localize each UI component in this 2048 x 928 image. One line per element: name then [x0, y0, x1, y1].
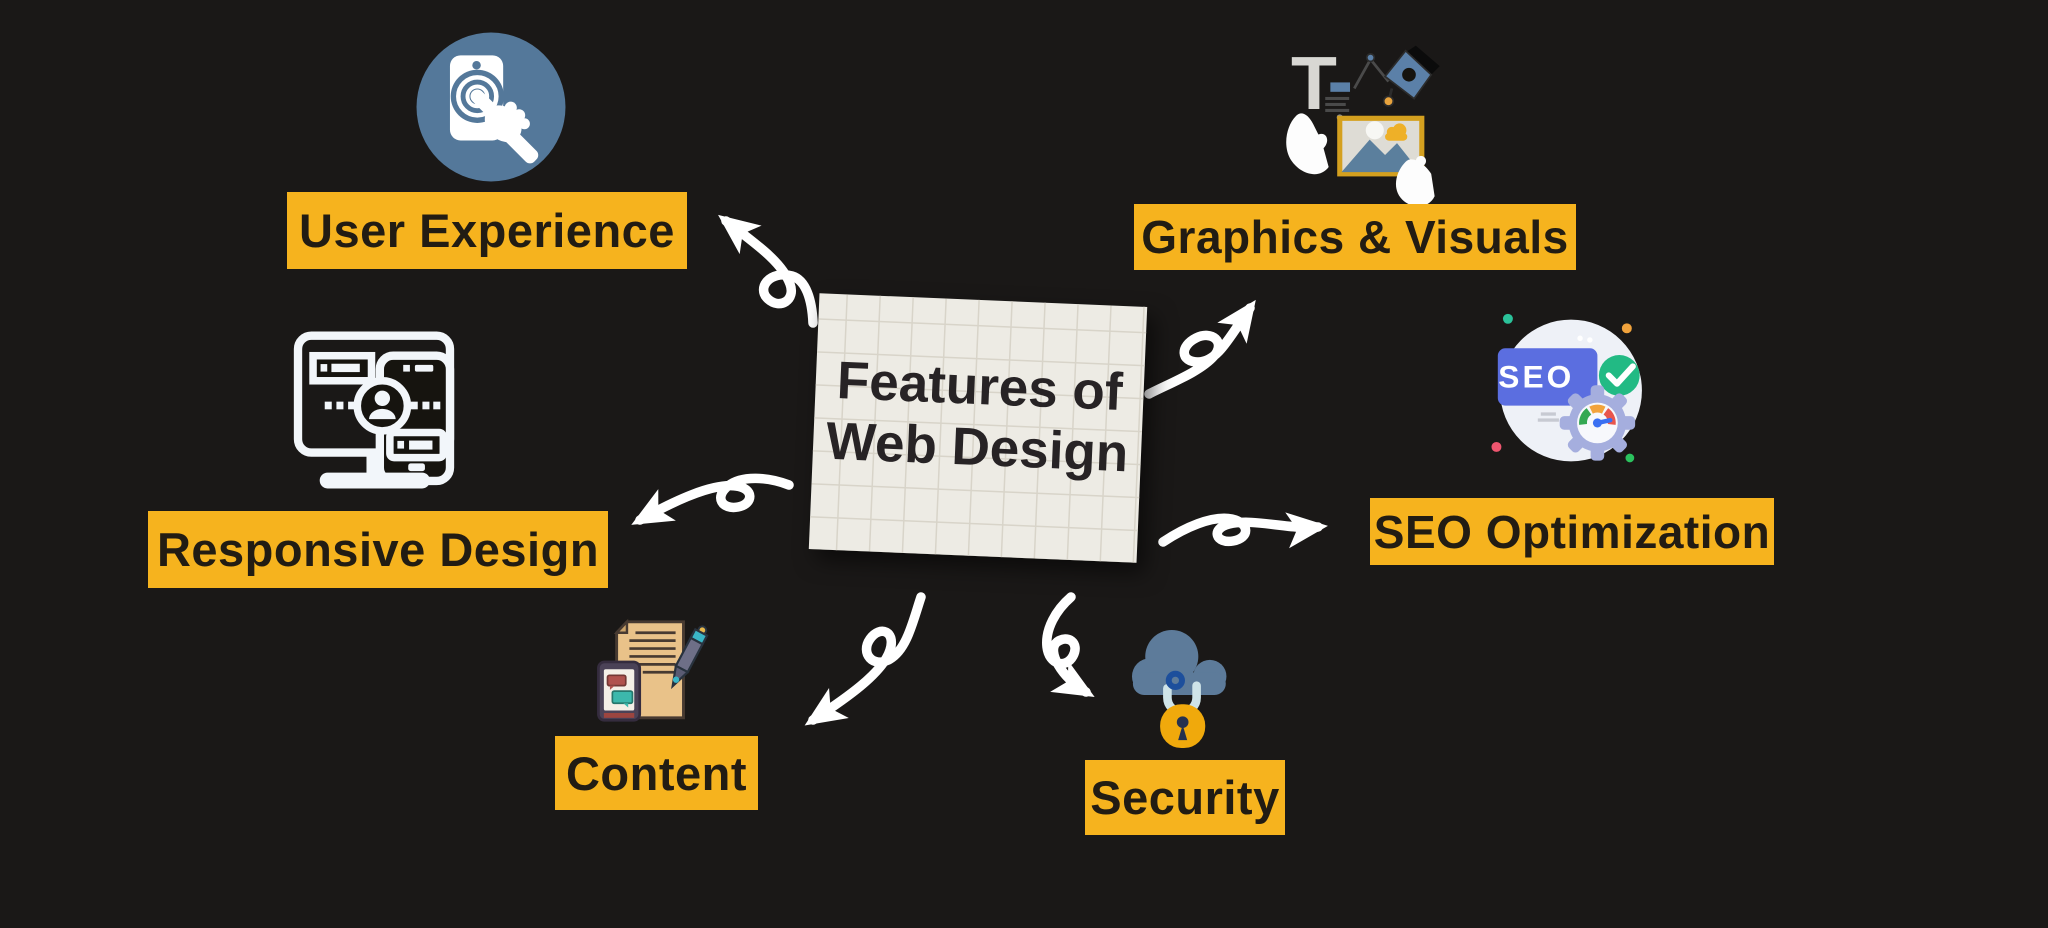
- arrow-to-content: [804, 592, 926, 726]
- central-topic-card: Features of Web Design: [808, 293, 1148, 563]
- label-user-experience: User Experience: [287, 192, 687, 269]
- seo-gauge-icon: SEO: [1491, 313, 1642, 463]
- arrow-to-responsive-design: [631, 473, 794, 525]
- responsive-devices-icon: [293, 331, 455, 489]
- label-graphics-visuals: Graphics & Visuals: [1134, 204, 1576, 270]
- arrow-to-security: [1042, 592, 1095, 698]
- cloud-lock-icon: [1131, 629, 1227, 749]
- design-tools-icon: T: [1286, 41, 1440, 207]
- label-content: Content: [555, 736, 758, 810]
- arrow-to-seo-optimization: [1158, 512, 1328, 549]
- title-line-2: Web Design: [824, 412, 1130, 484]
- svg-text:T: T: [1291, 41, 1337, 125]
- label-seo-optimization: SEO Optimization: [1370, 498, 1774, 565]
- touch-phone-icon: [416, 32, 566, 182]
- central-topic-title: Features of Web Design: [812, 349, 1145, 486]
- label-security: Security: [1085, 760, 1285, 835]
- pen-icon: [671, 625, 709, 690]
- seo-badge-text: SEO: [1498, 358, 1574, 394]
- speed-gauge-gear: [1559, 385, 1636, 461]
- document-pen-phone-icon: [597, 618, 709, 722]
- arrow-to-graphics-visuals: [1144, 299, 1256, 399]
- label-responsive-design: Responsive Design: [148, 511, 608, 588]
- arrow-to-user-experience: [718, 214, 818, 328]
